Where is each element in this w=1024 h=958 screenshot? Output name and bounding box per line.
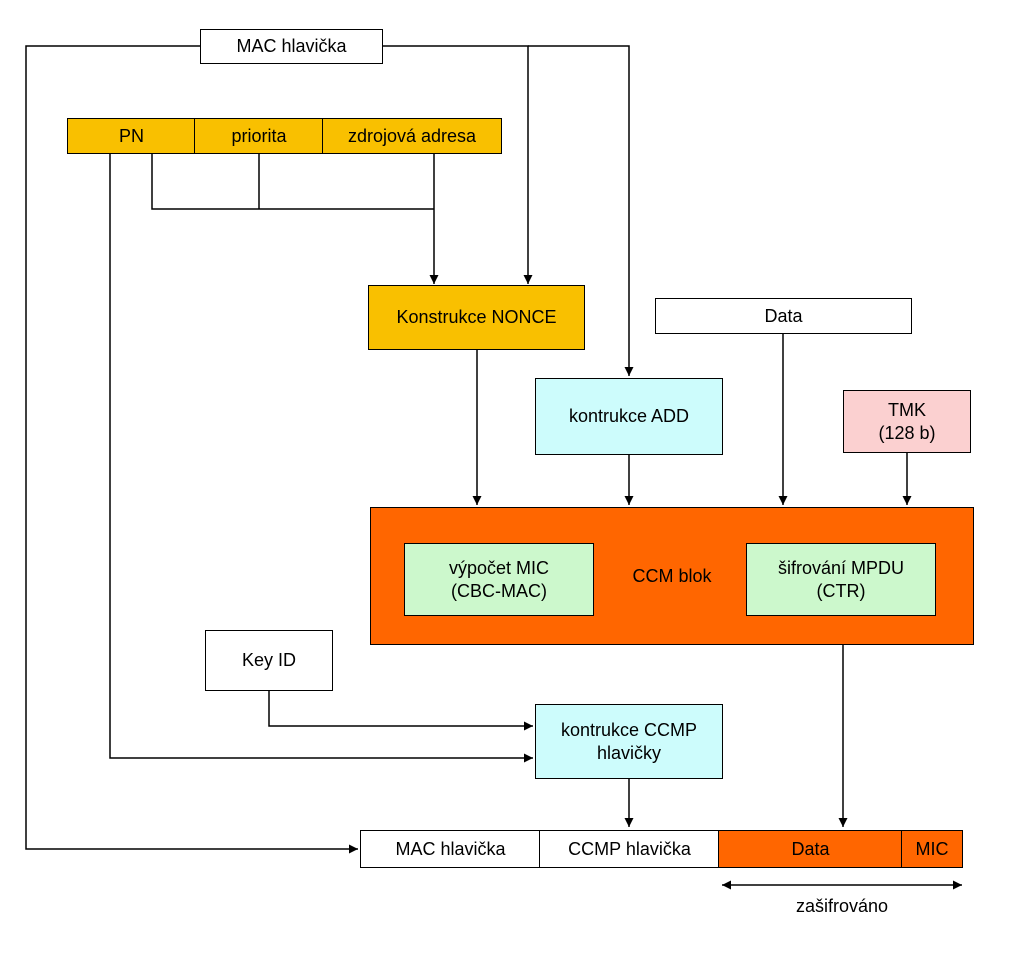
pn-field: PN	[67, 118, 196, 154]
key-id-box: Key ID	[205, 630, 333, 691]
add-box: kontrukce ADD	[535, 378, 723, 455]
encrypted-label: zašifrováno	[795, 896, 889, 916]
output-mic-label: MIC	[915, 838, 949, 859]
mpdu-encrypt-box: šifrování MPDU (CTR)	[746, 543, 936, 616]
tmk-box: TMK (128 b)	[843, 390, 971, 453]
mac-to-nonce-line	[383, 45, 533, 284]
mpdu-encrypt-label: šifrování MPDU (CTR)	[777, 558, 905, 601]
output-data-label: Data	[791, 838, 830, 859]
keyid-to-ccmp-line	[268, 690, 533, 731]
tmk-label: TMK (128 b)	[878, 400, 936, 443]
output-data: Data	[718, 830, 903, 868]
source-address-label: zdrojová adresa	[347, 125, 477, 146]
pn-label: PN	[118, 125, 144, 146]
priority-field: priorita	[194, 118, 324, 154]
ccm-title: CCM blok	[632, 565, 712, 586]
pn-to-nonce-line	[151, 153, 434, 210]
nonce-label: Konstrukce NONCE	[396, 307, 557, 328]
source-address-field: zdrojová adresa	[322, 118, 502, 154]
mac-to-add-line	[528, 45, 634, 376]
ccmp-header-build-box: kontrukce CCMP hlavičky	[535, 704, 723, 779]
add-label: kontrukce ADD	[568, 406, 690, 427]
mac-to-output-line	[25, 45, 358, 854]
nonce-box: Konstrukce NONCE	[368, 285, 585, 350]
output-mac-header: MAC hlavička	[360, 830, 541, 868]
pn-to-ccmp-line	[109, 153, 533, 763]
top-mac-header-box: MAC hlavička	[200, 29, 383, 64]
mic-calc-label: výpočet MIC (CBC-MAC)	[448, 558, 550, 601]
mic-calc-box: výpočet MIC (CBC-MAC)	[404, 543, 594, 616]
ccmp-header-build-label: kontrukce CCMP hlavičky	[560, 720, 698, 763]
output-mac-header-label: MAC hlavička	[395, 838, 506, 859]
output-mic: MIC	[901, 830, 963, 868]
data-input-box: Data	[655, 298, 912, 334]
priority-label: priorita	[231, 125, 287, 146]
output-ccmp-header: CCMP hlavička	[539, 830, 720, 868]
key-id-label: Key ID	[241, 650, 297, 671]
output-ccmp-header-label: CCMP hlavička	[568, 838, 691, 859]
top-mac-header-label: MAC hlavička	[236, 36, 347, 57]
data-input-label: Data	[764, 305, 803, 326]
